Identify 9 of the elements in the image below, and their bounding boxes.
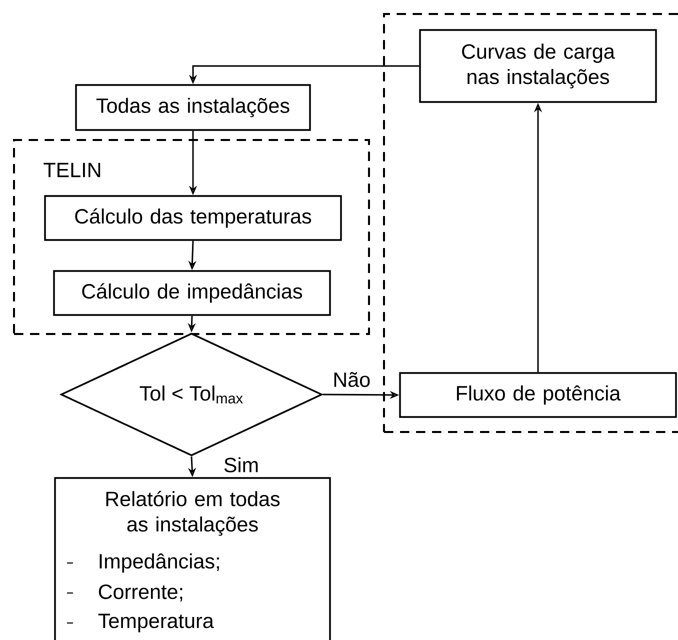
process-box: Fluxo de potência <box>399 372 677 418</box>
process-box: Cálculo das temperaturas <box>44 195 342 241</box>
process-box: Curvas de carga nas instalações <box>419 29 657 103</box>
process-box: Todas as instalações <box>75 84 311 131</box>
process-box: Relatório em todas as instalações Impedâncias; Corrente; Temperatura <box>54 477 331 640</box>
dashed-group <box>383 13 678 433</box>
edge-label: Não <box>331 370 372 388</box>
process-box: Cálculo de impedâncias <box>53 270 331 316</box>
edge-label: Sim <box>222 456 260 474</box>
